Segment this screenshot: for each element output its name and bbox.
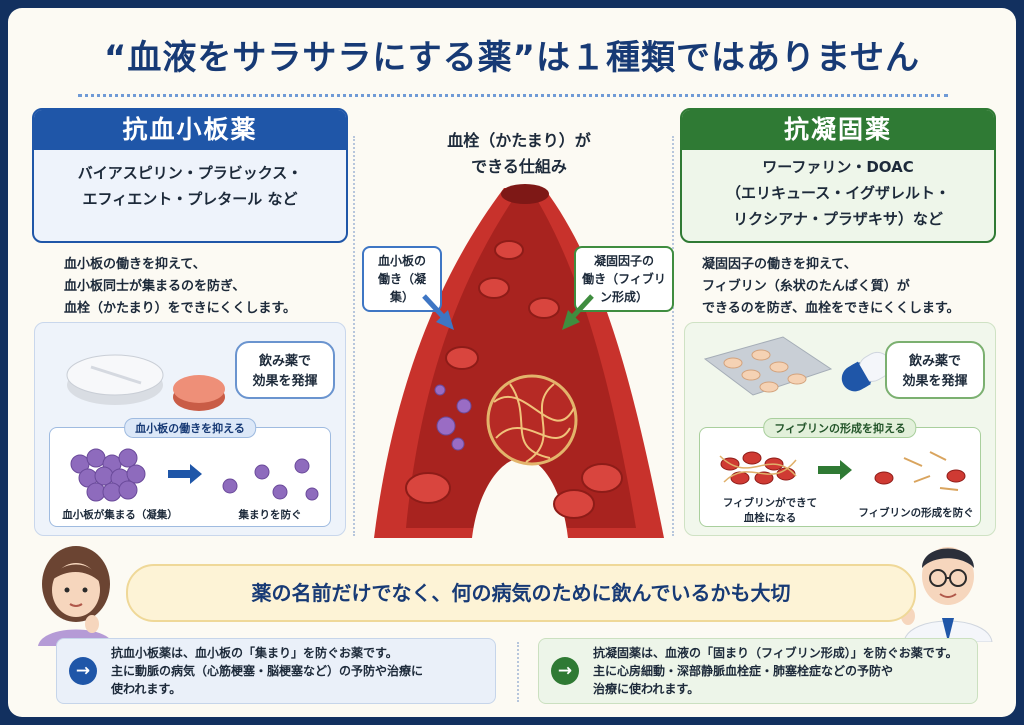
caption-line: フィブリンができて [722,497,818,509]
arrow-down-left-icon [562,294,594,330]
fibrin-formation-diagram [719,451,966,491]
description-line: 凝固因子の働きを抑えて、 [702,257,857,272]
callout-line: 働き（凝集） [377,272,426,304]
description-line: 血小板の働きを抑えて、 [64,257,206,272]
note-line: 治療に使われます。 [593,682,700,696]
callout-line: 凝固因子の [593,254,654,268]
bubble-line: 飲み薬で [908,354,961,369]
page-title: “血液をサラサラにする薬”は１種類ではありません [103,38,920,78]
drug-names-line: ワーファリン・DOAC [762,158,914,176]
infographic-page: “血液をサラサラにする薬”は１種類ではありません 抗血小板薬 バイアスピリン・プ… [8,8,1016,717]
prevent-fibrin-caption: フィブリンの形成を防ぐ [858,507,974,519]
anticoagulant-note: → 抗凝固薬は、血液の「固まり（フィブリン形成）」を防ぐお薬です。 主に心房細動… [538,638,978,704]
antiplatelet-drug-names: バイアスピリン・プラビックス・ エフィエント・プレタール など [34,150,346,222]
antiplatelet-description: 血小板の働きを抑えて、 血小板同士が集まるのを防ぎ、 血栓（かたまり）をできにく… [64,254,296,320]
woman-patient-illustration [38,546,114,646]
blood-vessel-illustration [374,184,664,538]
antiplatelet-note: → 抗血小板薬は、血小板の「集まり」を防ぐお薬です。 主に動脈の病気（心筋梗塞・… [56,638,496,704]
drug-names-line: エフィエント・プレタール など [82,190,298,208]
antiplatelet-drug-panel: 飲み薬で 効果を発揮 血小板の働きを抑える 血小板が集まる（凝集） 集まりを防ぐ [34,322,346,536]
platelet-callout: 血小板の 働き（凝集） [362,246,442,312]
bubble-line: 飲み薬で [258,354,311,369]
title-divider [78,94,948,97]
anticoagulant-header-box: 抗凝固薬 ワーファリン・DOAC （エリキュース・イグザレルト・ リクシアナ・プ… [680,108,996,243]
arrow-right-icon: → [551,657,579,685]
platelet-aggregation-diagram [70,448,319,502]
aggregation-caption: 血小板が集まる（凝集） [62,509,178,521]
drug-names-line: リクシアナ・プラザキサ）など [733,210,943,228]
description-line: できるのを防ぎ、血栓をできにくくします。 [702,301,960,316]
drug-names-line: バイアスピリン・プラビックス・ [77,164,303,182]
drug-names-line: （エリキュース・イグザレルト・ [726,184,950,202]
column-divider-left [353,136,355,536]
arrow-down-right-icon [422,294,454,330]
blister-pack-illustration [703,336,891,396]
note-line: 抗血小板薬は、血小板の「集まり」を防ぐお薬です。 [111,646,398,660]
platelet-mechanism-box: 血小板の働きを抑える 血小板が集まる（凝集） 集まりを防ぐ [49,418,331,527]
fibrin-clot-caption: フィブリンができて 血栓になる [700,496,840,526]
oral-drug-bubble: 飲み薬で 効果を発揮 [885,341,985,399]
platelet-mechanism-label: 血小板の働きを抑える [124,418,256,438]
callout-line: 血小板の [377,254,426,268]
prevent-aggregation-caption: 集まりを防ぐ [238,509,302,521]
vessel-title-line: 血栓（かたまり）が [447,131,591,150]
fibrin-mechanism-label: フィブリンの形成を抑える [763,418,917,438]
vessel-title: 血栓（かたまり）が できる仕組み [364,128,674,180]
anticoagulant-description: 凝固因子の働きを抑えて、 フィブリン（糸状のたんぱく質）が できるのを防ぎ、血栓… [702,254,960,320]
description-line: 血小板同士が集まるのを防ぎ、 [64,279,246,294]
note-line: 抗凝固薬は、血液の「固まり（フィブリン形成）」を防ぐお薬です。 [593,646,958,660]
anticoagulant-heading: 抗凝固薬 [682,110,994,150]
key-message-banner: 薬の名前だけでなく、何の病気のために飲んでいるかも大切 [126,564,916,622]
arrow-right-icon: → [69,657,97,685]
column-divider-right [672,136,674,536]
caption-line: 血栓になる [743,512,797,524]
note-line: 主に動脈の病気（心筋梗塞・脳梗塞など）の予防や治療に [111,664,424,678]
description-line: 血栓（かたまり）をできにくくします。 [64,301,297,316]
anticoagulant-drug-names: ワーファリン・DOAC （エリキュース・イグザレルト・ リクシアナ・プラザキサ）… [682,150,994,241]
note-line: 主に心房細動・深部静脈血栓症・肺塞栓症などの予防や [593,664,894,678]
antiplatelet-heading: 抗血小板薬 [34,110,346,150]
fibrin-mechanism-box: フィブリンの形成を抑える フィブリンができて [699,418,981,527]
bubble-line: 効果を発揮 [902,374,968,389]
antiplatelet-header-box: 抗血小板薬 バイアスピリン・プラビックス・ エフィエント・プレタール など [32,108,348,243]
notes-divider [517,642,519,702]
callout-line: 働き（フィブリン形成） [582,272,666,304]
description-line: フィブリン（糸状のたんぱく質）が [702,279,910,294]
anticoagulant-drug-panel: 飲み薬で 効果を発揮 フィブリンの形成を抑える [684,322,996,536]
bubble-line: 効果を発揮 [252,374,318,389]
note-line: 使われます。 [111,682,182,696]
vessel-title-line: できる仕組み [471,157,567,176]
oral-drug-bubble: 飲み薬で 効果を発揮 [235,341,335,399]
tablet-illustration [66,354,225,411]
